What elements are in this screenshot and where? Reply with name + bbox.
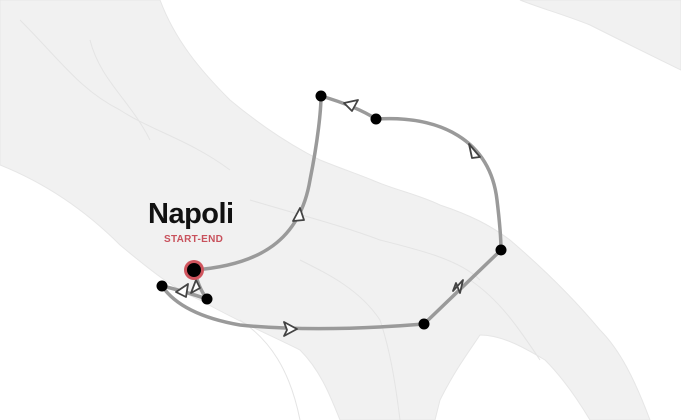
arrow-icon bbox=[190, 279, 201, 294]
stop-marker[interactable] bbox=[495, 244, 507, 256]
arrow-icon bbox=[283, 321, 298, 337]
arrow-icon bbox=[343, 99, 359, 112]
stops bbox=[156, 90, 507, 330]
stop-marker[interactable] bbox=[370, 113, 382, 125]
start-end-label: START-END bbox=[164, 234, 224, 245]
stop-marker[interactable] bbox=[315, 90, 327, 102]
stop-marker[interactable] bbox=[418, 318, 430, 330]
arrow-icon bbox=[468, 143, 481, 159]
stop-marker[interactable] bbox=[156, 280, 168, 292]
arrow-icon bbox=[452, 279, 464, 294]
city-label-napoli: Napoli bbox=[148, 198, 234, 230]
arrow-icon bbox=[292, 207, 305, 222]
stop-marker[interactable] bbox=[201, 293, 213, 305]
direction-arrows bbox=[175, 99, 481, 337]
arrow-icon bbox=[175, 283, 189, 298]
start-end-marker[interactable] bbox=[184, 260, 204, 280]
